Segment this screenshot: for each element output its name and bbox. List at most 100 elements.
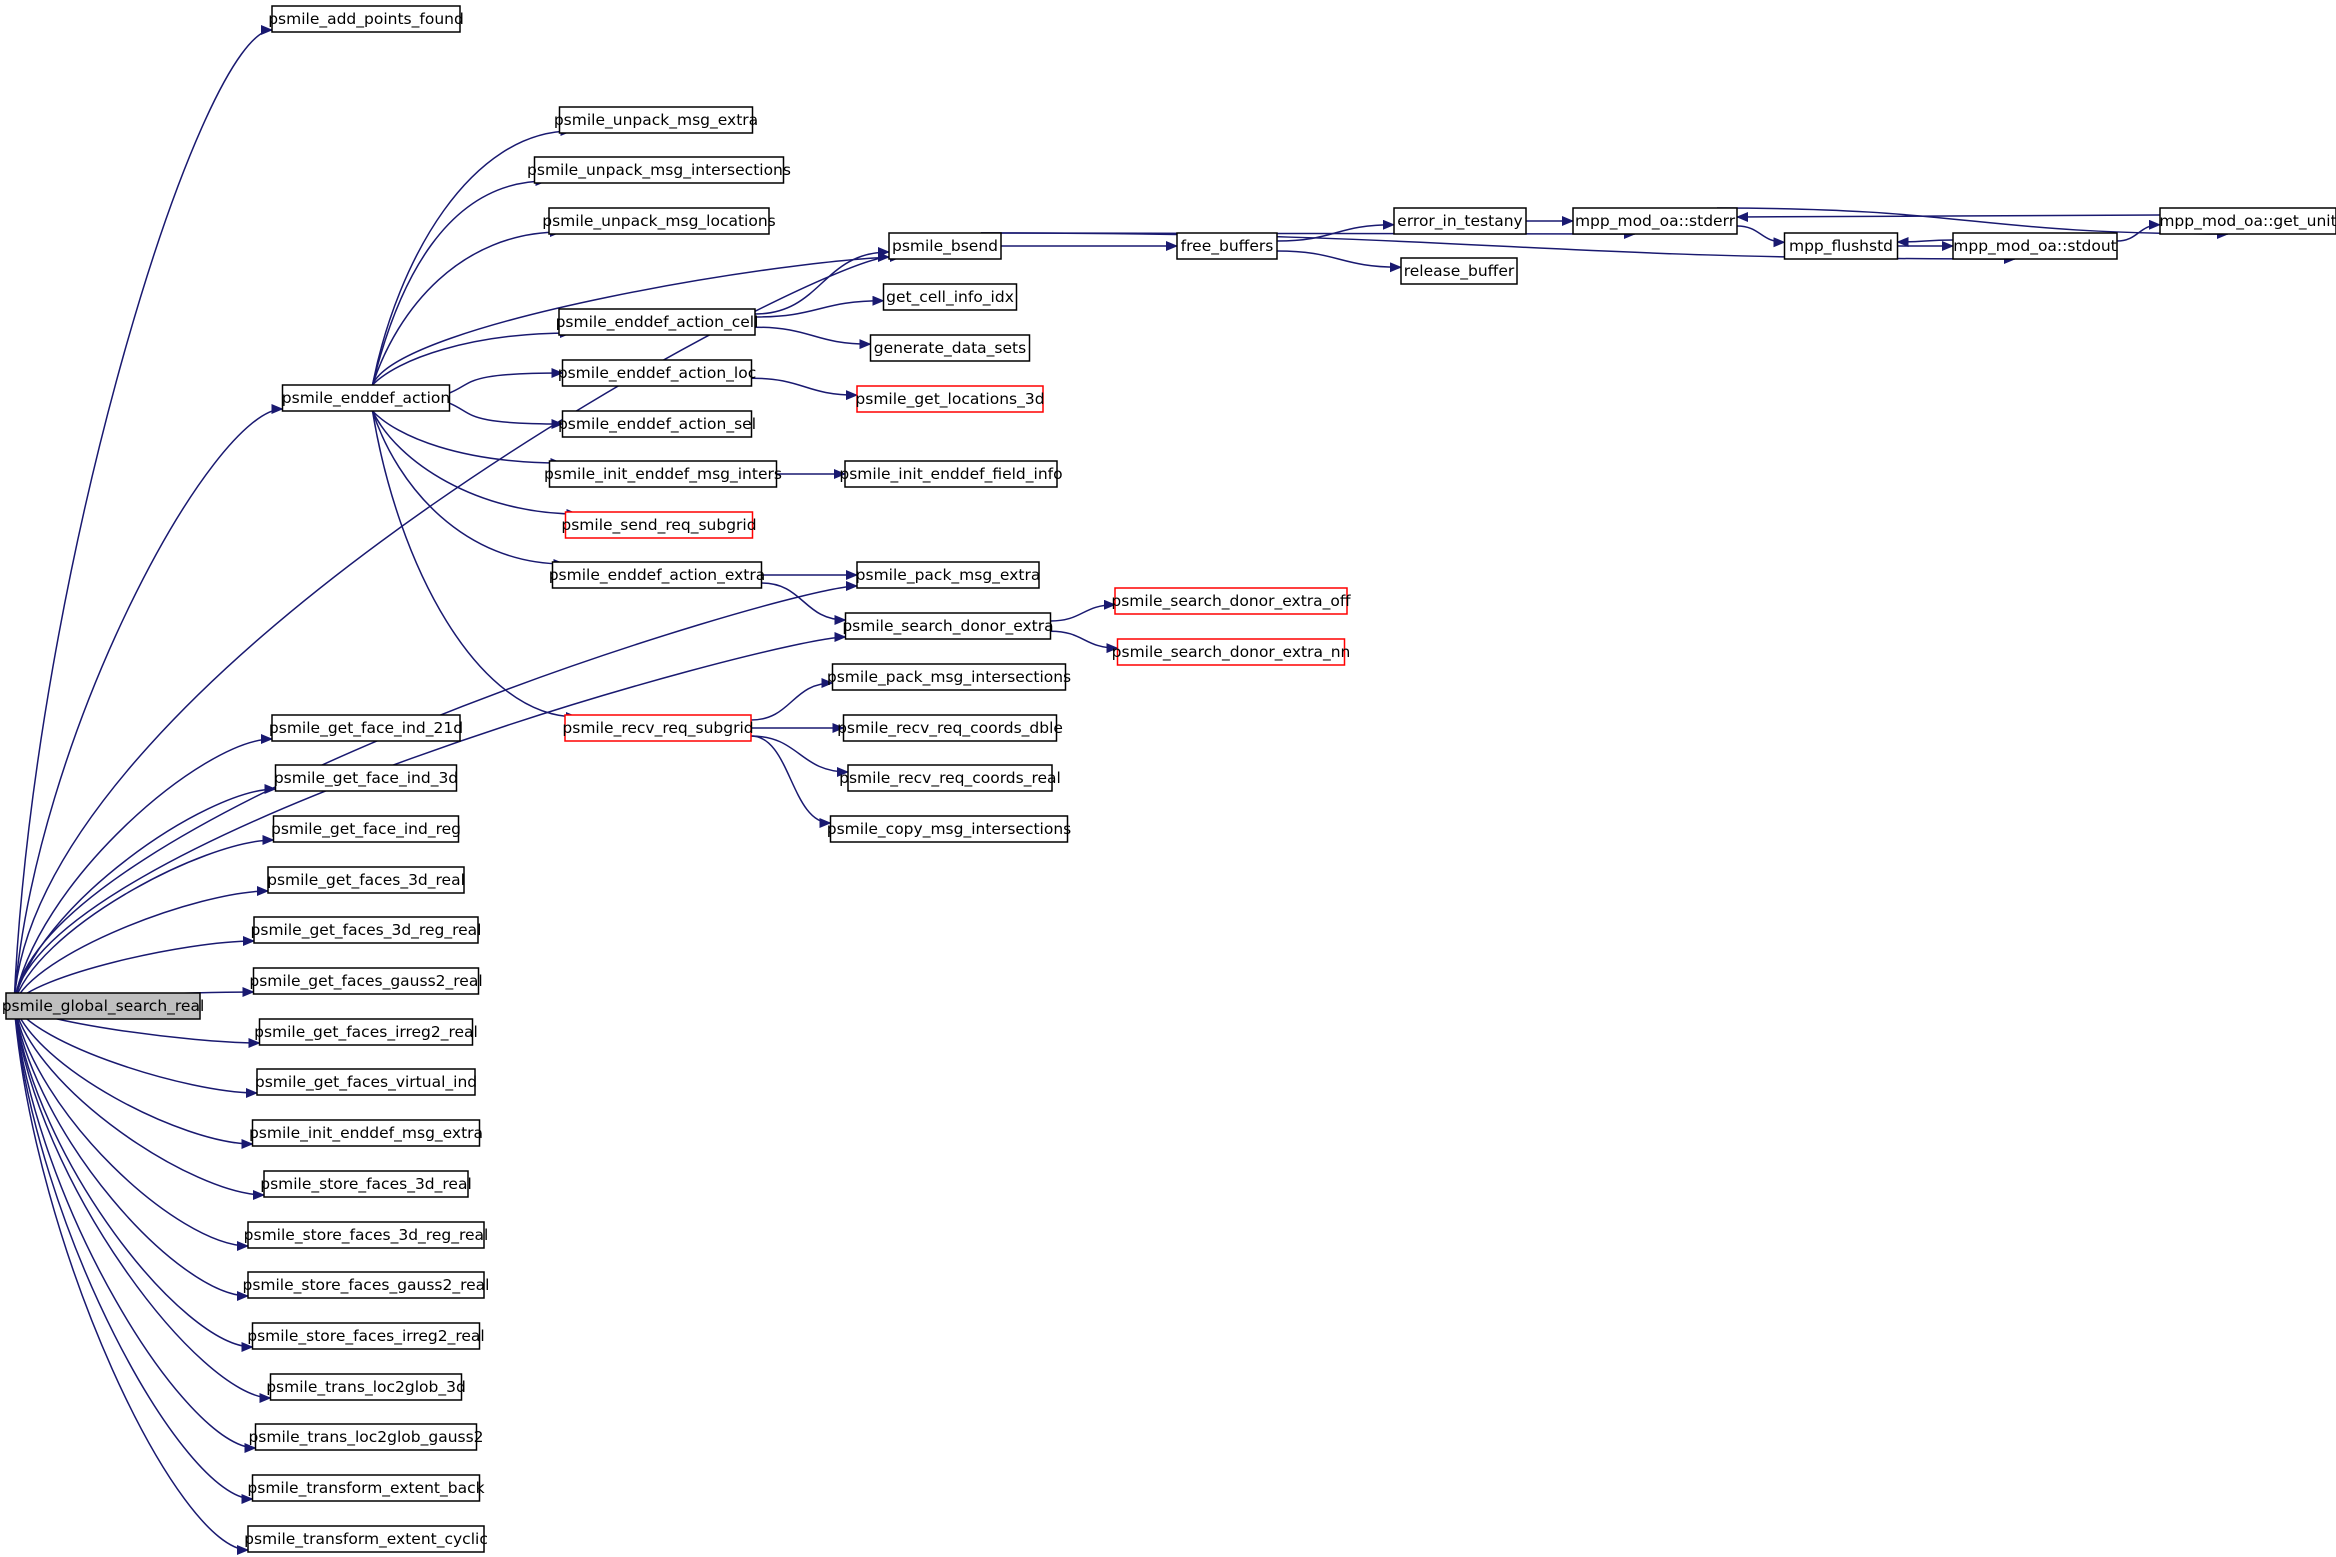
node-box[interactable] [271, 5, 461, 33]
node-psmile-recv-req-coords-dble[interactable]: psmile_recv_req_coords_dble [837, 714, 1063, 742]
node-psmile-trans-loc2glob-3d[interactable]: psmile_trans_loc2glob_3d [266, 1373, 466, 1401]
node-psmile-enddef-action-loc[interactable]: psmile_enddef_action_loc [558, 359, 756, 387]
node-get-cell-info-idx[interactable]: get_cell_info_idx [882, 283, 1018, 311]
node-psmile-get-faces-3d-real[interactable]: psmile_get_faces_3d_real [267, 866, 465, 894]
node-error-in-testany[interactable]: error_in_testany [1393, 207, 1527, 235]
node-psmile-init-enddef-msg-inters[interactable]: psmile_init_enddef_msg_inters [544, 460, 782, 488]
node-psmile-get-faces-3d-reg-real[interactable]: psmile_get_faces_3d_reg_real [251, 916, 482, 944]
node-psmile-unpack-msg-intersections[interactable]: psmile_unpack_msg_intersections [527, 156, 791, 184]
node-box[interactable] [269, 1373, 463, 1401]
node-release-buffer[interactable]: release_buffer [1400, 257, 1518, 285]
node-mpp-mod-oa-get-unit[interactable]: mpp_mod_oa::get_unit [2159, 207, 2336, 235]
node-box[interactable] [842, 714, 1058, 742]
node-psmile-transform-extent-cyclic[interactable]: psmile_transform_extent_cyclic [244, 1525, 488, 1553]
node-mpp-flushstd[interactable]: mpp_flushstd [1783, 232, 1899, 260]
node-box[interactable] [254, 1423, 478, 1451]
node-box[interactable] [831, 663, 1067, 691]
node-box[interactable] [1783, 232, 1899, 260]
node-psmile-store-faces-gauss2-real[interactable]: psmile_store_faces_gauss2_real [242, 1271, 490, 1299]
node-psmile-init-enddef-msg-extra[interactable]: psmile_init_enddef_msg_extra [249, 1119, 483, 1147]
node-box[interactable] [844, 460, 1058, 488]
node-psmile-enddef-action[interactable]: psmile_enddef_action [281, 384, 451, 412]
node-psmile-pack-msg-extra[interactable]: psmile_pack_msg_extra [856, 561, 1041, 589]
node-box[interactable] [558, 106, 754, 134]
node-box[interactable] [247, 1525, 485, 1553]
node-box[interactable] [829, 815, 1069, 843]
node-box[interactable] [271, 714, 461, 742]
node-box[interactable] [561, 359, 753, 387]
node-psmile-search-donor-extra-off[interactable]: psmile_search_donor_extra_off [1111, 587, 1351, 615]
node-box[interactable] [856, 385, 1044, 413]
node-psmile-search-donor-extra[interactable]: psmile_search_donor_extra [842, 612, 1054, 640]
node-box[interactable] [551, 561, 763, 589]
node-box[interactable] [2159, 207, 2336, 235]
node-psmile-get-face-ind-21d[interactable]: psmile_get_face_ind_21d [269, 714, 463, 742]
node-box[interactable] [258, 1018, 474, 1046]
node-box[interactable] [533, 156, 785, 184]
node-box[interactable] [263, 1170, 469, 1198]
node-box[interactable] [869, 334, 1031, 362]
node-box[interactable] [844, 612, 1052, 640]
node-box[interactable] [561, 410, 753, 438]
node-psmile-get-faces-gauss2-real[interactable]: psmile_get_faces_gauss2_real [249, 967, 483, 995]
node-box[interactable] [253, 916, 479, 944]
node-psmile-enddef-action-sel[interactable]: psmile_enddef_action_sel [558, 410, 756, 438]
node-box[interactable] [856, 561, 1040, 589]
node-psmile-get-face-ind-3d[interactable]: psmile_get_face_ind_3d [274, 764, 458, 792]
node-box[interactable] [1400, 257, 1518, 285]
node-box[interactable] [564, 511, 754, 539]
node-mpp-mod-oa-stderr[interactable]: mpp_mod_oa::stderr [1572, 207, 1738, 235]
node-box[interactable] [251, 1119, 481, 1147]
node-box[interactable] [1952, 232, 2118, 260]
node-mpp-mod-oa-stdout[interactable]: mpp_mod_oa::stdout [1952, 232, 2118, 260]
node-psmile-recv-req-coords-real[interactable]: psmile_recv_req_coords_real [839, 764, 1061, 792]
node-box[interactable] [251, 1474, 481, 1502]
node-psmile-recv-req-subgrid[interactable]: psmile_recv_req_subgrid [562, 714, 754, 742]
node-box[interactable] [252, 967, 480, 995]
node-box[interactable] [1116, 638, 1346, 666]
node-generate-data-sets[interactable]: generate_data_sets [869, 334, 1031, 362]
node-box[interactable] [548, 460, 778, 488]
node-box[interactable] [281, 384, 451, 412]
node-box[interactable] [548, 207, 770, 235]
node-box[interactable] [888, 232, 1002, 260]
node-psmile-get-face-ind-reg[interactable]: psmile_get_face_ind_reg [271, 815, 461, 843]
node-box[interactable] [558, 308, 756, 336]
node-box[interactable] [847, 764, 1053, 792]
node-box[interactable] [247, 1221, 485, 1249]
node-psmile-copy-msg-intersections[interactable]: psmile_copy_msg_intersections [827, 815, 1071, 843]
node-box[interactable] [1572, 207, 1738, 235]
node-psmile-global-search-real[interactable]: psmile_global_search_real [2, 992, 205, 1020]
node-box[interactable] [882, 283, 1018, 311]
node-psmile-unpack-msg-extra[interactable]: psmile_unpack_msg_extra [554, 106, 758, 134]
node-box[interactable] [5, 992, 201, 1020]
node-psmile-send-req-subgrid[interactable]: psmile_send_req_subgrid [561, 511, 757, 539]
node-psmile-transform-extent-back[interactable]: psmile_transform_extent_back [247, 1474, 485, 1502]
node-psmile-store-faces-irreg2-real[interactable]: psmile_store_faces_irreg2_real [247, 1322, 485, 1350]
node-box[interactable] [1114, 587, 1348, 615]
node-psmile-bsend[interactable]: psmile_bsend [888, 232, 1002, 260]
node-box[interactable] [1176, 232, 1278, 260]
node-psmile-trans-loc2glob-gauss2[interactable]: psmile_trans_loc2glob_gauss2 [248, 1423, 484, 1451]
node-psmile-add-points-found[interactable]: psmile_add_points_found [268, 5, 464, 33]
node-box[interactable] [272, 815, 460, 843]
node-psmile-init-enddef-field-info[interactable]: psmile_init_enddef_field_info [839, 460, 1063, 488]
node-psmile-store-faces-3d-real[interactable]: psmile_store_faces_3d_real [260, 1170, 472, 1198]
node-box[interactable] [251, 1322, 481, 1350]
node-psmile-pack-msg-intersections[interactable]: psmile_pack_msg_intersections [827, 663, 1071, 691]
node-box[interactable] [247, 1271, 485, 1299]
node-box[interactable] [267, 866, 465, 894]
node-free-buffers[interactable]: free_buffers [1176, 232, 1278, 260]
node-psmile-unpack-msg-locations[interactable]: psmile_unpack_msg_locations [542, 207, 776, 235]
node-psmile-search-donor-extra-nn[interactable]: psmile_search_donor_extra_nn [1112, 638, 1351, 666]
node-box[interactable] [564, 714, 752, 742]
node-psmile-get-locations-3d[interactable]: psmile_get_locations_3d [855, 385, 1045, 413]
node-psmile-enddef-action-extra[interactable]: psmile_enddef_action_extra [549, 561, 766, 589]
node-box[interactable] [256, 1068, 476, 1096]
node-psmile-get-faces-virtual-ind[interactable]: psmile_get_faces_virtual_ind [255, 1068, 477, 1096]
node-box[interactable] [274, 764, 458, 792]
node-psmile-store-faces-3d-reg-real[interactable]: psmile_store_faces_3d_reg_real [244, 1221, 489, 1249]
node-box[interactable] [1393, 207, 1527, 235]
node-psmile-get-faces-irreg2-real[interactable]: psmile_get_faces_irreg2_real [254, 1018, 478, 1046]
node-psmile-enddef-action-cell[interactable]: psmile_enddef_action_cell [556, 308, 759, 336]
